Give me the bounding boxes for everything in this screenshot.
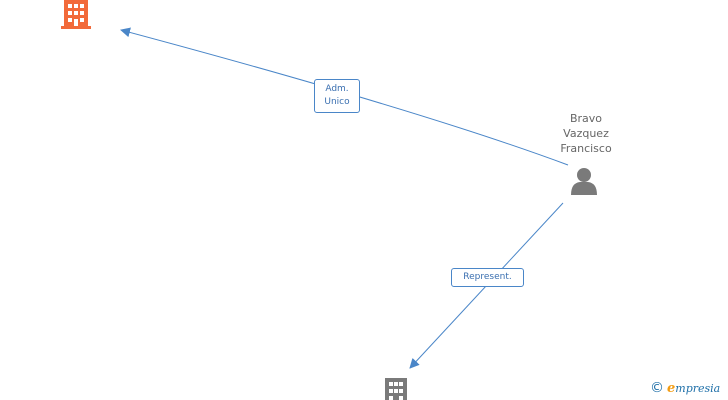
person-name[interactable]: Bravo Vazquez Francisco [536, 111, 636, 156]
edge-label-line: Adm. [325, 84, 349, 94]
person-name-line: Francisco [560, 142, 612, 155]
person-icon[interactable] [571, 168, 597, 195]
copyright-icon: © [650, 380, 664, 396]
person-name-line: Vazquez [563, 127, 609, 140]
edge-label-adm-unico[interactable]: Adm. Unico [314, 79, 360, 113]
edge-label-represent[interactable]: Represent. [451, 268, 524, 287]
edge-label-line: Represent. [463, 272, 512, 282]
edge-adm-unico[interactable] [120, 27, 569, 166]
brand-name: mpresia [675, 382, 721, 395]
building-icon[interactable] [385, 378, 407, 400]
person-name-line: Bravo [569, 112, 603, 125]
edge-label-line: Unico [324, 97, 350, 107]
building-icon[interactable] [61, 0, 91, 30]
brand-initial: e [667, 381, 676, 396]
empresia-logo[interactable]: ©empresia [650, 380, 720, 400]
